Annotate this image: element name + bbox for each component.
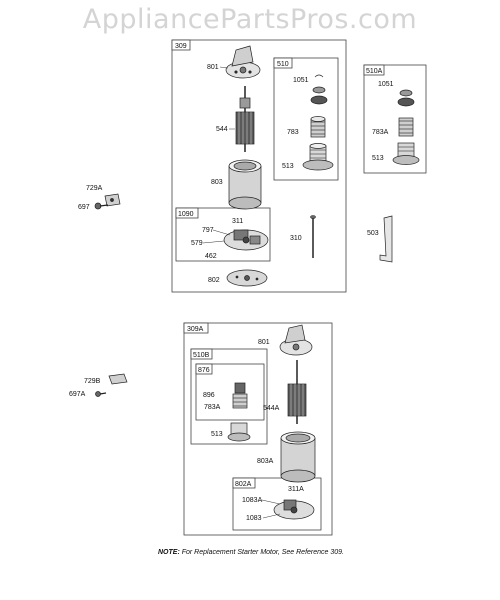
part-label-729b: 729B	[84, 378, 101, 385]
part-label-783a: 783A	[372, 129, 389, 136]
part-503-strap	[379, 215, 393, 263]
part-label-579: 579	[191, 240, 203, 247]
part-803-housing	[228, 159, 262, 210]
part-729b-bracket	[108, 373, 128, 385]
footnote: NOTE: For Replacement Starter Motor, See…	[158, 549, 344, 556]
group-box-802a	[232, 477, 322, 531]
part-label-729a: 729A	[86, 185, 103, 192]
group-box-876-tag	[195, 363, 213, 375]
part-label-801-309a: 801	[258, 339, 270, 346]
part-label-783: 783	[287, 129, 299, 136]
part-544a-armature	[287, 360, 307, 424]
part-label-462: 462	[205, 253, 217, 260]
part-801-end-cap	[225, 45, 261, 79]
group-label-309a: 309A	[187, 326, 204, 333]
group-label-510b: 510B	[193, 352, 210, 359]
part-label-803: 803	[211, 179, 223, 186]
part-729a-bracket	[104, 193, 121, 207]
part-697-screw	[94, 202, 109, 210]
part-label-1083a: 1083A	[242, 497, 263, 504]
group-box-1090	[175, 207, 271, 262]
part-label-513: 513	[282, 163, 294, 170]
group-box-510	[273, 57, 339, 181]
group-box-309a	[183, 322, 333, 536]
part-label-697a: 697A	[69, 391, 86, 398]
part-label-1051-510a: 1051	[378, 81, 394, 88]
part-513-gear-510a	[392, 142, 420, 165]
group-label-309: 309	[175, 43, 187, 50]
group-box-510b	[190, 348, 268, 445]
part-label-513-510a: 513	[372, 155, 384, 162]
part-513-gear	[302, 143, 334, 171]
part-783-spring	[310, 116, 326, 138]
part-697a-screw	[95, 391, 107, 397]
group-box-510a	[363, 64, 427, 174]
group-box-802a-tag	[232, 477, 256, 489]
group-box-309a-tag	[183, 322, 209, 334]
part-label-797: 797	[202, 227, 214, 234]
part-876-drive-parts	[232, 382, 248, 409]
group-label-510a: 510A	[366, 68, 383, 75]
part-783a-spring	[398, 117, 414, 137]
part-802a-brush-plate	[273, 499, 315, 520]
part-label-544: 544	[216, 126, 228, 133]
part-label-311a: 311A	[288, 486, 304, 493]
group-label-510: 510	[277, 61, 289, 68]
part-label-801: 801	[207, 64, 219, 71]
group-box-876	[195, 363, 265, 421]
part-label-802: 802	[208, 277, 220, 284]
part-802-end-plate	[226, 269, 268, 287]
part-513-gear-309a	[227, 422, 251, 442]
part-label-1083: 1083	[246, 515, 262, 522]
note-prefix: NOTE:	[158, 549, 180, 556]
part-544-armature	[235, 86, 255, 152]
part-803a-housing	[280, 431, 316, 483]
part-label-513-309a: 513	[211, 431, 223, 438]
part-label-803a: 803A	[257, 458, 274, 465]
group-box-309	[171, 39, 347, 293]
group-label-1090: 1090	[178, 211, 194, 218]
part-label-310: 310	[290, 235, 302, 242]
part-label-503: 503	[367, 230, 379, 237]
group-label-802a: 802A	[235, 481, 252, 488]
group-box-510a-tag	[363, 64, 385, 76]
part-1051-retainer	[310, 74, 328, 105]
group-box-1090-tag	[175, 207, 199, 219]
group-box-510-tag	[273, 57, 293, 69]
site-watermark: AppliancePartsPros.com	[82, 4, 418, 35]
part-label-783a-309a: 783A	[204, 404, 221, 411]
part-label-697: 697	[78, 204, 90, 211]
part-310-through-bolt	[310, 215, 316, 258]
part-801-end-cap-309a	[279, 324, 313, 356]
group-box-309-tag	[171, 39, 191, 51]
part-1090-brush-plate	[223, 229, 269, 251]
part-1051-retainer-510a	[397, 89, 415, 107]
group-box-510b-tag	[190, 348, 213, 360]
part-label-544a: 544A	[263, 405, 280, 412]
group-label-876: 876	[198, 367, 210, 374]
part-label-1051: 1051	[293, 77, 309, 84]
note-text: For Replacement Starter Motor, See Refer…	[181, 549, 344, 556]
part-label-311: 311	[232, 218, 243, 225]
part-label-896: 896	[203, 392, 215, 399]
